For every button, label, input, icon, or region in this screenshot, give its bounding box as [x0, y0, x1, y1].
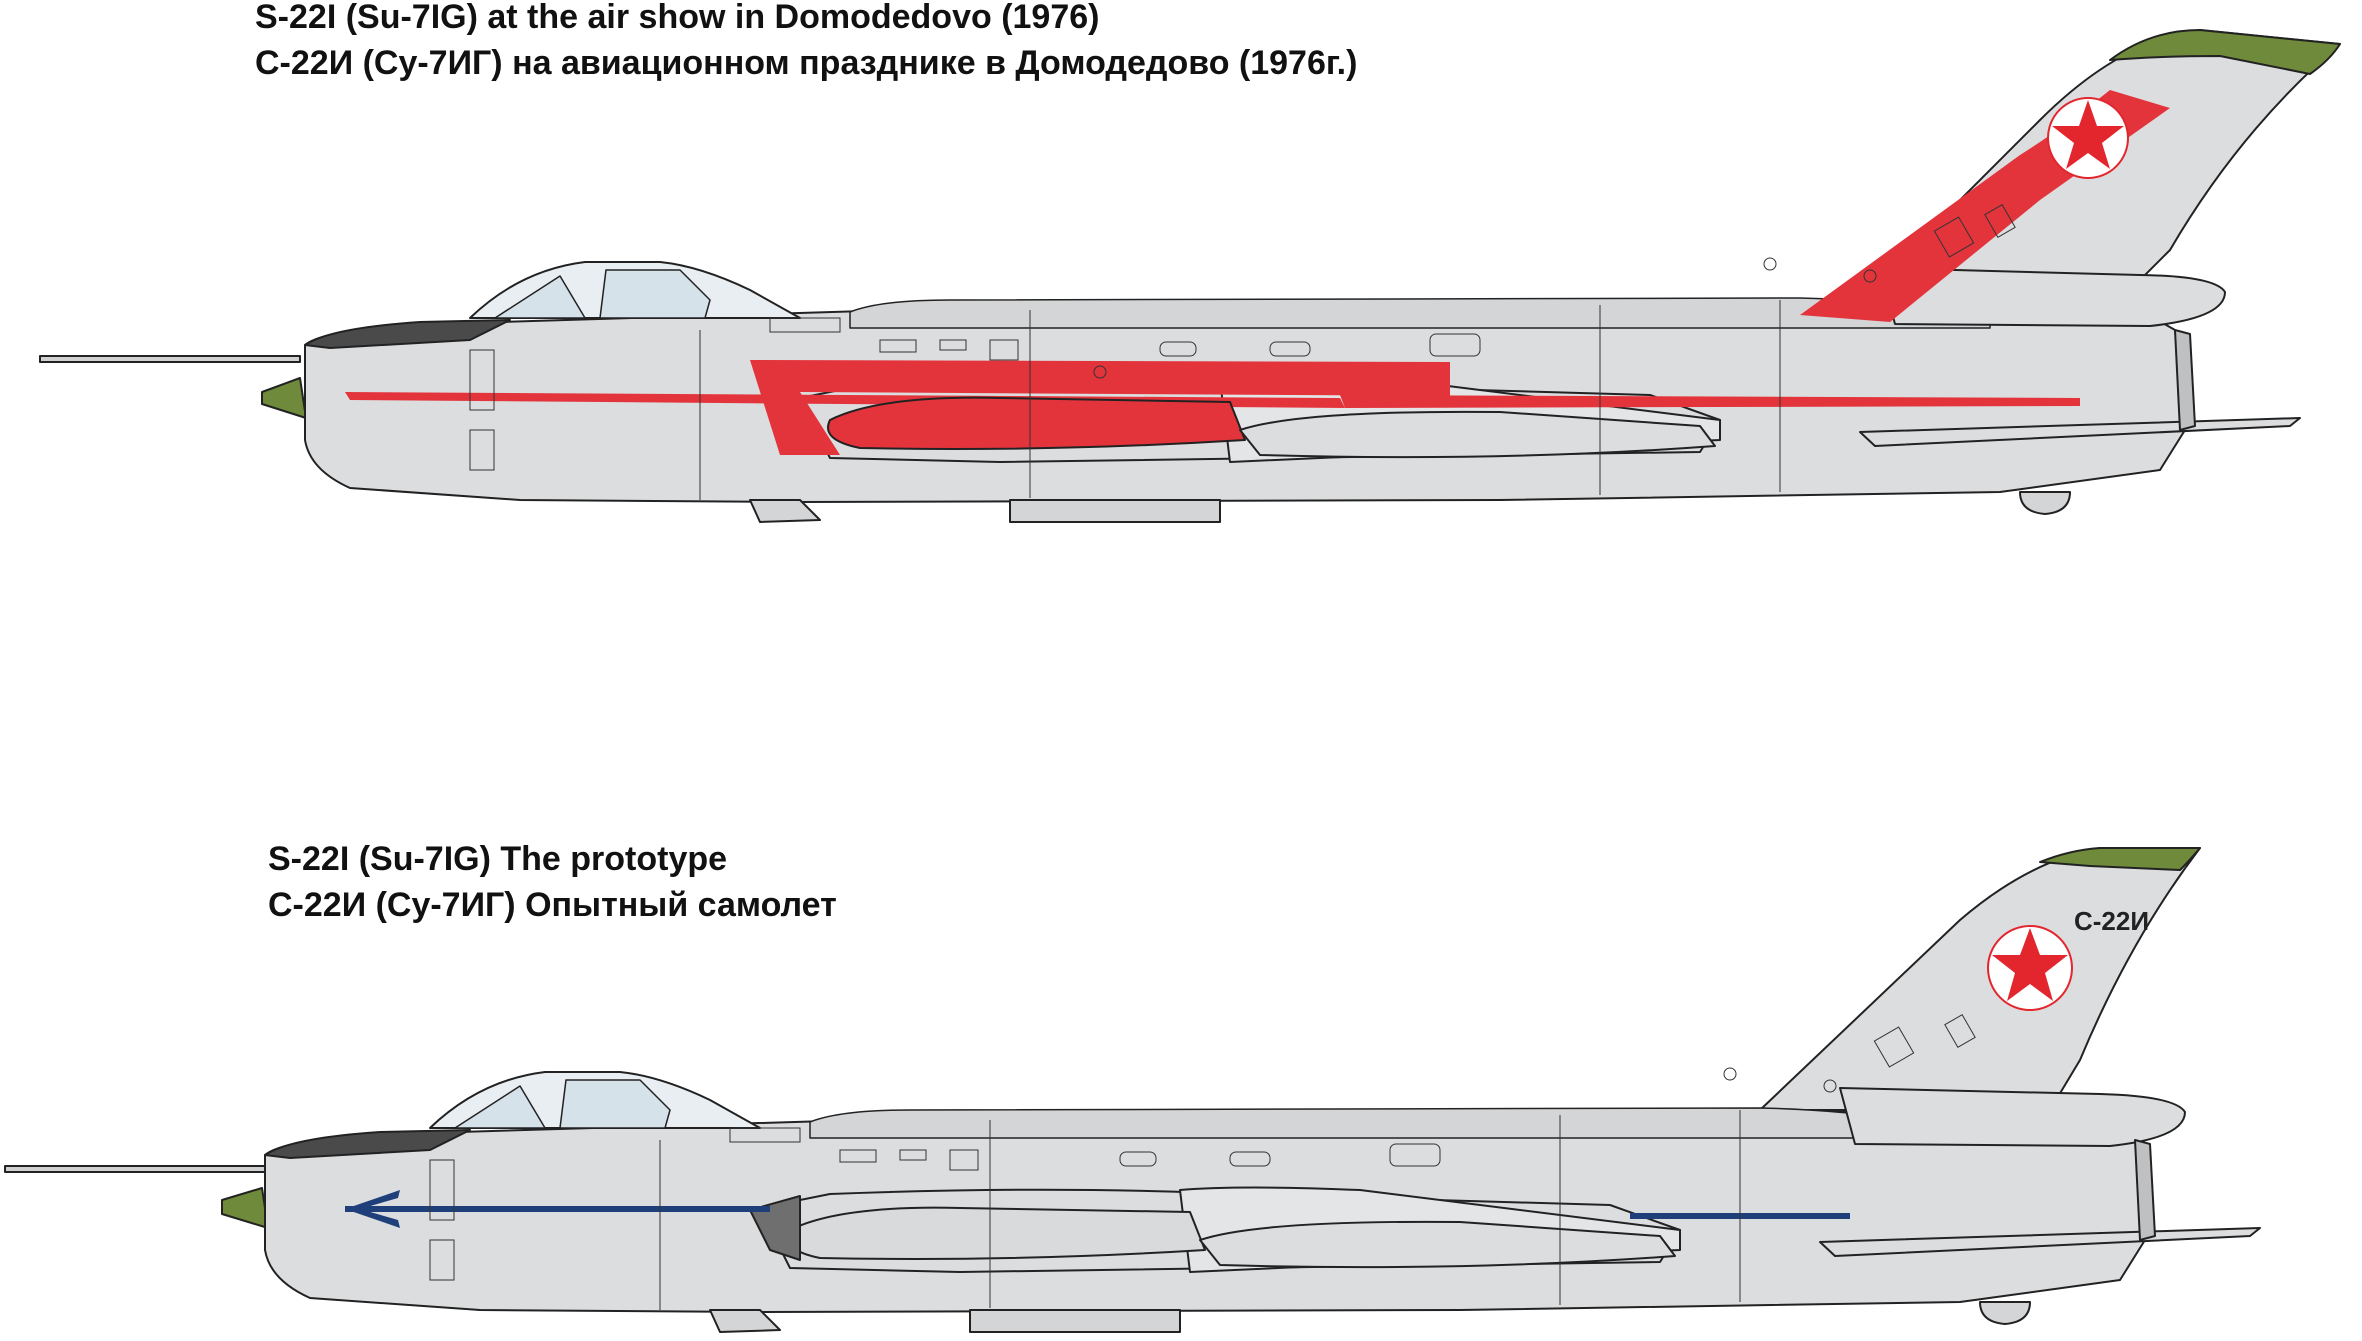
horizontal-stabilizer: [1839, 1087, 2186, 1147]
caption-title-en: S-22I (Su-7IG) at the air show in Domode…: [255, 0, 1100, 36]
drop-tank-rear: [1239, 410, 1716, 459]
caption-prototype: S-22I (Su-7IG) The prototype С-22И (Су-7…: [268, 836, 837, 928]
caption-title-en: S-22I (Su-7IG) The prototype: [268, 840, 728, 878]
aircraft-profile-airshow: [39, 29, 2341, 523]
caption-title-ru: С-22И (Су-7ИГ) Опытный самолет: [268, 886, 837, 924]
nose-cone: [221, 1187, 269, 1229]
drop-tank: [787, 1206, 1206, 1260]
caption-airshow: S-22I (Su-7IG) at the air show in Domode…: [255, 0, 1357, 86]
caption-title-ru: С-22И (Су-7ИГ) на авиационном празднике …: [255, 44, 1358, 82]
red-star-insignia: [2047, 97, 2129, 179]
ventral-pod: [1009, 499, 1221, 523]
red-stripe-main: [750, 360, 1450, 455]
red-star-insignia: [1987, 925, 2073, 1011]
anti-glare-panel: [304, 319, 511, 349]
fin-tip: [2039, 847, 2201, 871]
drop-tank-rear: [1199, 1220, 1676, 1269]
tail-code: С-22И: [2074, 906, 2149, 936]
vertical-fin: [1759, 847, 2201, 1111]
fin-tip: [2109, 29, 2341, 75]
anti-glare-panel: [264, 1129, 471, 1159]
pitot-boom: [4, 1165, 266, 1173]
drop-tank: [827, 396, 1246, 450]
horizontal-stabilizer: [1879, 267, 2226, 327]
ventral-pod: [969, 1309, 1181, 1333]
pitot-boom: [39, 355, 301, 363]
